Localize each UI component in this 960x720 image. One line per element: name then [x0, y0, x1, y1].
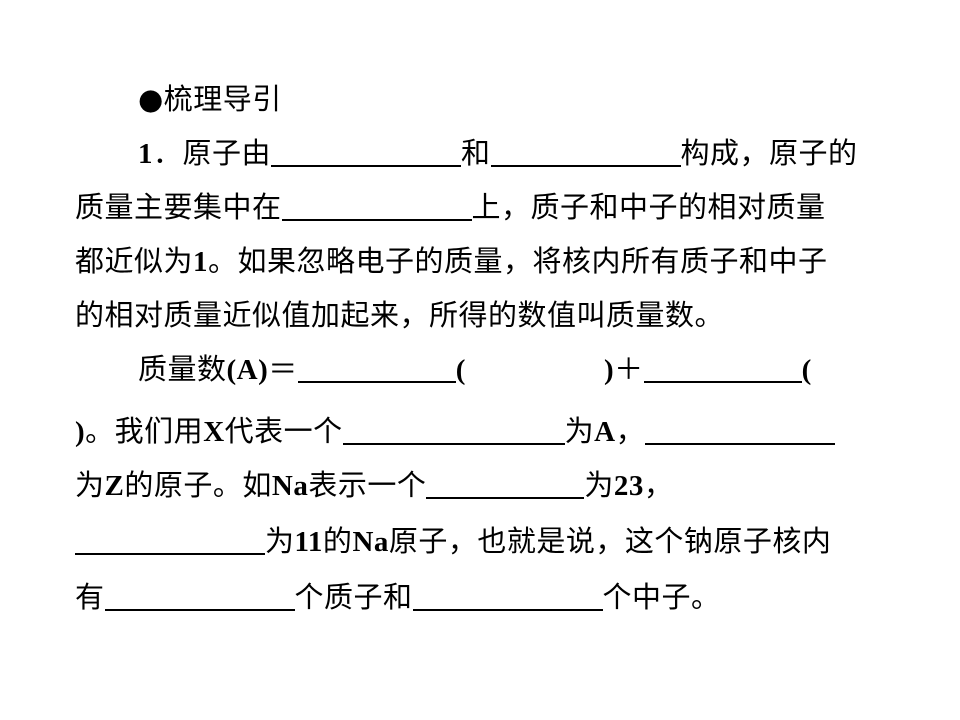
fill-blank[interactable]	[412, 579, 603, 611]
bold-symbol: Z	[104, 470, 125, 502]
text-span: ＋	[614, 352, 644, 386]
text-span: 为	[265, 524, 295, 558]
fill-blank[interactable]	[490, 135, 681, 167]
bold-number: 23	[613, 470, 644, 502]
bold-symbol: Na	[352, 526, 389, 558]
bold-number: 11	[294, 526, 323, 558]
bold-symbol: )	[603, 354, 615, 386]
text-span: 表示一个	[308, 468, 427, 502]
text-span: 的相对质量近似值加起来，所得的数值叫质量数。	[75, 298, 725, 332]
bold-symbol: A	[594, 416, 616, 448]
text-span: 。如果忽略电子的质量，将核内所有质子和中子	[208, 244, 828, 278]
text-line-8: 为11的Na原子，也就是说，这个钠原子核内	[75, 518, 831, 564]
fill-blank[interactable]	[297, 351, 456, 383]
text-span: 代表一个	[224, 414, 343, 448]
text-line-1: 1．原子由 和 构成，原子的	[138, 130, 858, 176]
fill-blank[interactable]	[281, 189, 472, 221]
text-span: 和	[461, 136, 491, 170]
bold-symbol: (A)	[226, 354, 269, 386]
text-line-2: 质量主要集中在 上，质子和中子的相对质量	[75, 184, 826, 230]
section-heading: ●梳理导引	[138, 76, 282, 122]
text-span: 个质子和	[294, 580, 413, 614]
text-span: 的	[322, 524, 353, 558]
text-span: ，	[643, 468, 674, 502]
fill-blank[interactable]	[342, 413, 565, 445]
heading-text: ●梳理导引	[138, 82, 282, 116]
text-line-6: )。我们用X代表一个 为A，	[75, 408, 836, 454]
bold-number: 1	[193, 246, 209, 278]
text-span: 构成，原子的	[680, 136, 858, 170]
bold-symbol: )	[75, 416, 86, 448]
text-span: 都近似为	[75, 244, 194, 278]
bold-symbol: (	[455, 354, 466, 386]
fill-blank[interactable]	[645, 413, 836, 445]
fill-blank[interactable]	[104, 579, 295, 611]
fill-blank[interactable]	[426, 467, 585, 499]
fill-blank[interactable]	[643, 351, 802, 383]
text-span: 原子由	[182, 136, 272, 170]
bold-symbol: (	[801, 354, 812, 386]
text-line-7: 为Z的原子。如Na表示一个为23，	[75, 462, 673, 508]
bold-symbol: X	[203, 416, 225, 448]
text-span: 的原子。如	[124, 468, 272, 502]
text-span: 。我们用	[85, 414, 204, 448]
text-span: ＝	[268, 352, 298, 386]
text-span: 为	[584, 468, 614, 502]
text-line-9: 有 个质子和 个中子。	[75, 574, 721, 620]
text-span: 质量数	[138, 352, 227, 386]
item-separator: ．	[153, 136, 183, 170]
text-span: 个中子。	[602, 580, 721, 614]
text-span: 为	[564, 414, 595, 448]
text-span: 原子，也就是说，这个钠原子核内	[388, 524, 832, 558]
text-span: ，	[615, 414, 646, 448]
bold-symbol: Na	[271, 470, 309, 502]
text-line-5: 质量数(A)＝ ()＋ (	[138, 346, 812, 392]
fill-blank[interactable]	[271, 135, 462, 167]
text-span: 质量主要集中在	[75, 190, 282, 224]
item-number: 1	[138, 138, 153, 170]
fill-blank[interactable]	[75, 523, 265, 555]
text-span: 有	[75, 580, 105, 614]
text-line-4: 的相对质量近似值加起来，所得的数值叫质量数。	[75, 292, 724, 338]
text-line-3: 都近似为1。如果忽略电子的质量，将核内所有质子和中子	[75, 238, 828, 284]
text-span: 上，质子和中子的相对质量	[471, 190, 826, 224]
text-span: 为	[75, 468, 105, 502]
